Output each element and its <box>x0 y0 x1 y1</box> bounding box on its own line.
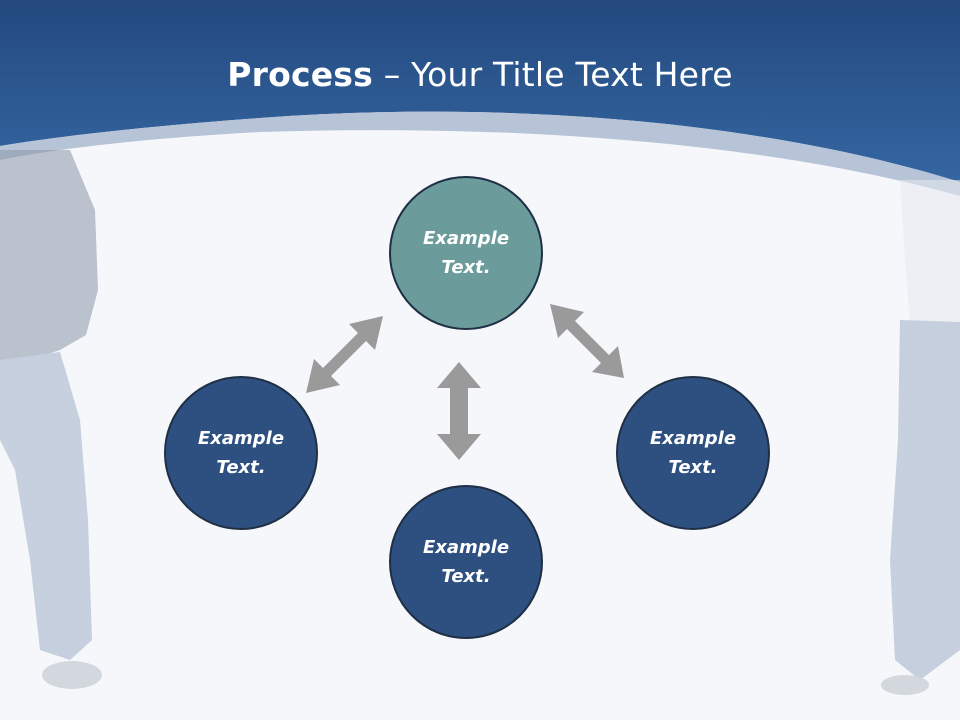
process-node-top: Example Text. <box>389 176 543 330</box>
process-node-right: Example Text. <box>616 376 770 530</box>
node-left-label: Example Text. <box>197 428 285 478</box>
title-rest: Your Title Text Here <box>411 55 733 94</box>
person-left-image <box>0 150 102 689</box>
header-band <box>0 0 960 182</box>
arrow-vertical <box>437 362 481 460</box>
person-right-image <box>881 180 960 695</box>
title-separator: – <box>373 55 412 94</box>
header-swoosh <box>0 111 960 196</box>
title-bold: Process <box>227 55 373 94</box>
node-top-label: Example Text. <box>422 228 510 278</box>
slide-title: Process – Your Title Text Here <box>0 50 960 100</box>
node-bottom-label: Example Text. <box>422 537 510 587</box>
process-node-bottom: Example Text. <box>389 485 543 639</box>
arrow-left-diagonal <box>306 316 383 393</box>
arrow-right-diagonal <box>550 304 624 378</box>
arrows-group <box>306 304 624 460</box>
process-node-left: Example Text. <box>164 376 318 530</box>
node-right-label: Example Text. <box>649 428 737 478</box>
